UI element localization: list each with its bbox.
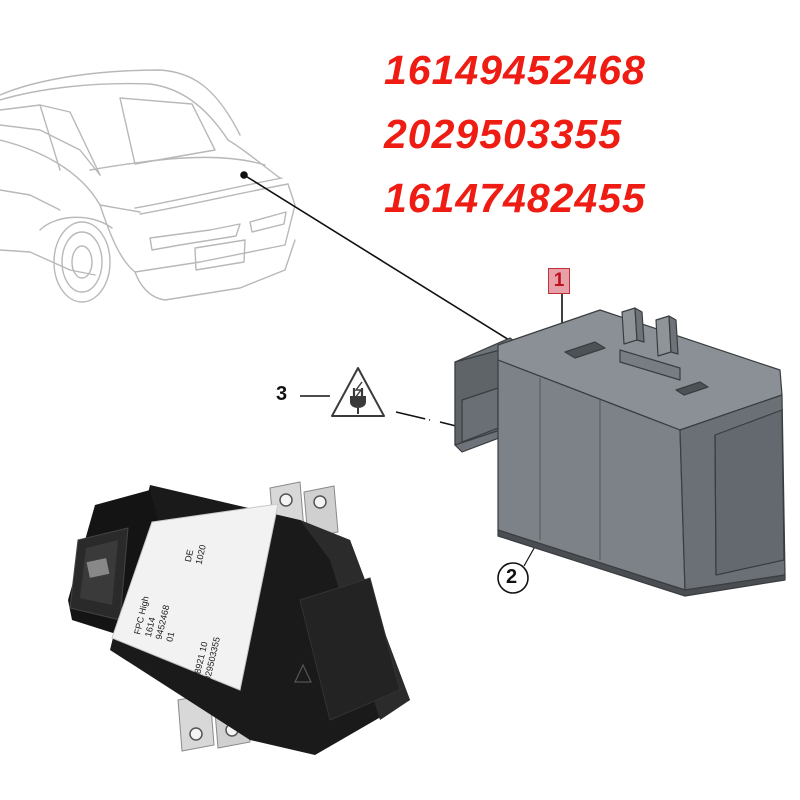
label-line-1020: 1020 [194,544,208,566]
label-line-de: DE [183,549,196,563]
label-line-1614: 1614 [143,616,157,638]
part-number-2: 2029503355 [384,111,623,157]
callout-2-label: 2 [506,566,518,588]
car-outline [0,69,296,303]
part-number-3: 16147482455 [384,175,646,221]
callout-3-label: 3 [276,383,288,405]
callout-2-circle [497,562,529,594]
part-number-list: 16149452468 2029503355 16147482455 [384,38,794,230]
schematic-module [454,307,786,597]
high-voltage-plug-warning-icon [331,367,385,417]
callout-1-label: 1 [548,268,570,294]
module-photo: FPC High 1614 9452468 01 DE 1020 558921 … [68,481,410,755]
part-number-1: 16149452468 [384,47,646,93]
label-line-01: 01 [164,631,176,643]
